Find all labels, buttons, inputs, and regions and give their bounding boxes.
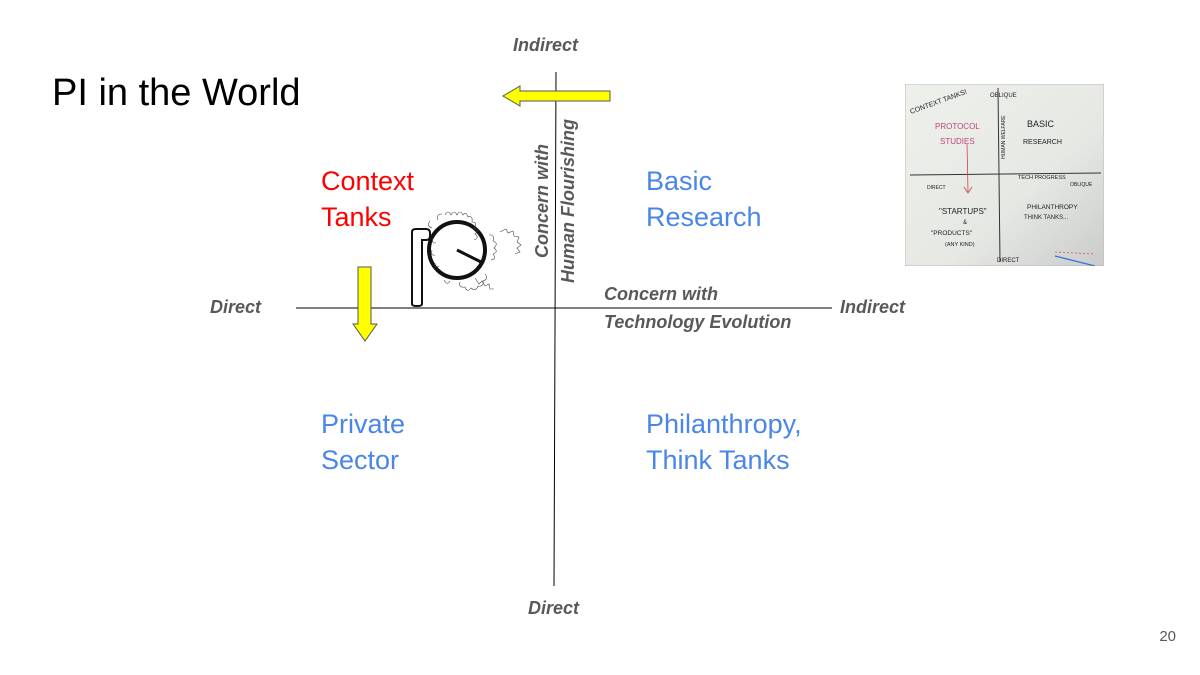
wb-amp: & xyxy=(963,220,967,226)
left-arrow-icon xyxy=(502,85,611,107)
wb-protocol: PROTOCOL xyxy=(935,122,980,131)
wb-direct-left: DIRECT xyxy=(927,185,946,191)
quadrant-top-right: Basic Research xyxy=(646,163,762,235)
horizontal-axis-left-label: Direct xyxy=(210,297,262,317)
quadrant-bottom-left-line2: Sector xyxy=(321,445,400,475)
wb-startups: "STARTUPS" xyxy=(939,207,987,216)
horizontal-axis-right-label: Indirect xyxy=(840,297,906,317)
wb-research: RESEARCH xyxy=(1023,139,1062,146)
quadrant-top-left-line1: Context xyxy=(321,166,415,196)
quadrant-bottom-left: Private Sector xyxy=(321,406,405,478)
horizontal-axis-name-line2: Technology Evolution xyxy=(604,312,792,332)
slide-title: PI in the World xyxy=(52,72,301,114)
vertical-axis-bottom-label: Direct xyxy=(528,598,580,618)
vertical-axis-name-line2: Human Flourishing xyxy=(558,119,578,283)
wb-direct-bottom: DIRECT xyxy=(997,258,1020,264)
wb-philanthropy: PHILANTHROPY xyxy=(1027,204,1078,211)
wb-basic: BASIC xyxy=(1027,119,1055,129)
wb-studies: STUDIES xyxy=(940,137,975,146)
horizontal-axis-name: Concern with Technology Evolution xyxy=(604,280,791,336)
quadrant-bottom-right: Philanthropy, Think Tanks xyxy=(646,406,802,478)
quadrant-top-right-line1: Basic xyxy=(646,166,713,196)
wb-human-welfare: HUMAN WELFARE xyxy=(1001,115,1007,159)
wb-oblique-top: OBLIQUE xyxy=(990,93,1017,99)
wb-any-kind: (ANY KIND) xyxy=(945,242,975,248)
wb-oblique-right: OBLIQUE xyxy=(1070,182,1093,188)
whiteboard-photo: CONTEXT TANKS! OBLIQUE PROTOCOL STUDIES … xyxy=(905,84,1104,266)
vertical-axis-name-line1: Concern with xyxy=(532,144,552,259)
quadrant-top-left-line2: Tanks xyxy=(321,202,392,232)
wb-products: "PRODUCTS" xyxy=(931,230,973,237)
pi-logo-icon xyxy=(411,211,522,308)
quadrant-bottom-right-line1: Philanthropy, xyxy=(646,409,802,439)
vertical-axis-line xyxy=(553,71,557,587)
wb-tech-progress: TECH PROGRESS xyxy=(1018,175,1066,181)
page-number: 20 xyxy=(1159,628,1176,645)
wb-think-tanks: THINK TANKS... xyxy=(1024,215,1068,221)
quadrant-top-right-line2: Research xyxy=(646,202,762,232)
horizontal-axis-name-line1: Concern with xyxy=(604,284,719,304)
vertical-axis-name: Concern with Human Flourishing xyxy=(523,110,587,292)
down-arrow-icon xyxy=(352,266,378,342)
vertical-axis-top-label: Indirect xyxy=(513,35,579,55)
quadrant-bottom-right-line2: Think Tanks xyxy=(646,445,790,475)
quadrant-bottom-left-line1: Private xyxy=(321,409,406,439)
quadrant-top-left: Context Tanks xyxy=(321,163,414,235)
